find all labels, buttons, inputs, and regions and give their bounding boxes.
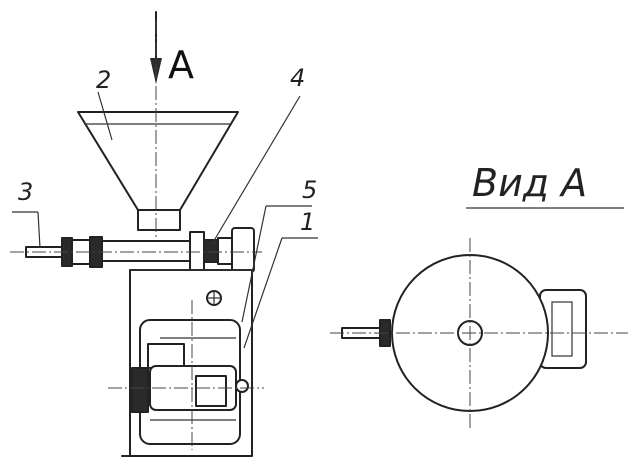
hopper	[77, 20, 239, 260]
view-a-drawing	[330, 238, 628, 430]
view-a-title: Вид А	[466, 161, 624, 209]
callout-5: 5	[302, 176, 317, 204]
base-housing	[108, 269, 264, 457]
view-arrow-letter: A	[168, 43, 194, 87]
view-a-title-text: Вид А	[472, 161, 587, 205]
callout-3: 3	[18, 178, 33, 206]
screw-assembly	[10, 227, 262, 273]
callout-2: 2	[96, 66, 111, 94]
callout-1: 1	[300, 208, 315, 236]
callout-4: 4	[290, 64, 305, 92]
view-arrow: A	[150, 11, 194, 87]
leader-lines	[12, 91, 318, 349]
